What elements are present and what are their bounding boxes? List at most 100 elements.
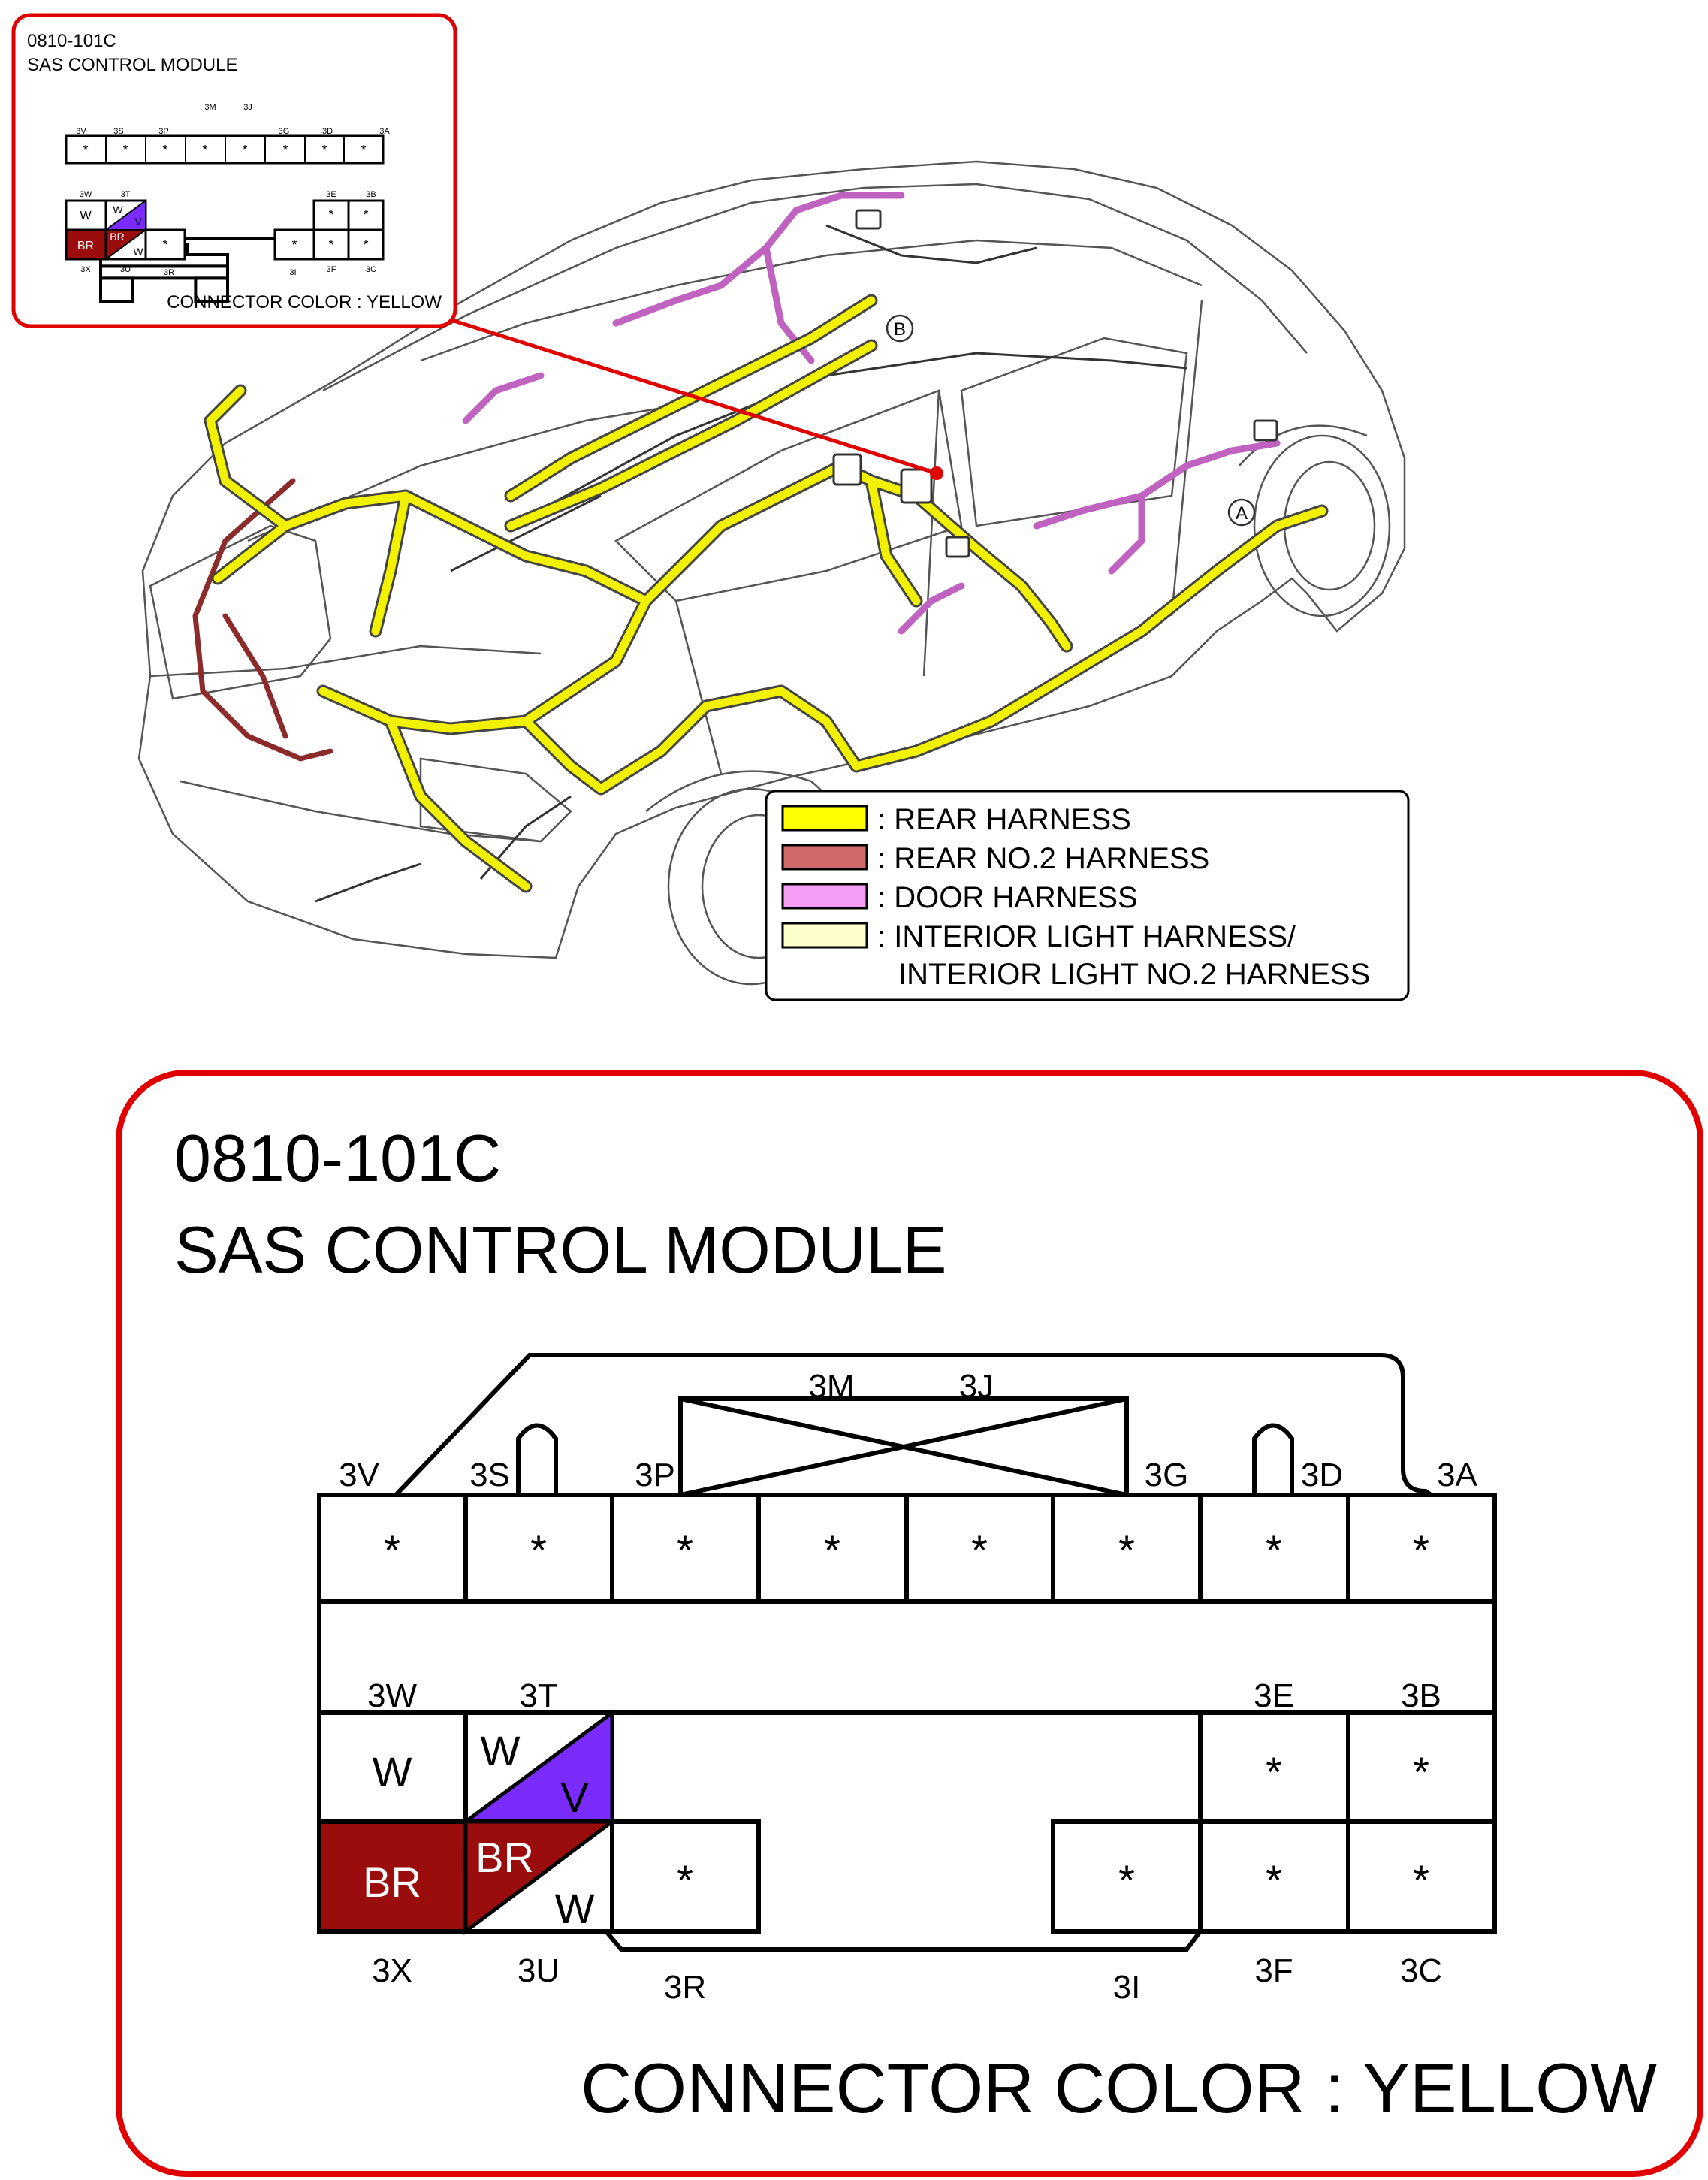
svg-text:*: * xyxy=(83,143,88,158)
pin-3f xyxy=(1198,1819,1350,1934)
connector-panel: 0810-101C SAS CONTROL MODULE xyxy=(116,1070,1703,2177)
pin-3b xyxy=(1346,1710,1497,1824)
pin-3t-wire-a: W xyxy=(481,1727,521,1774)
connector-blocks xyxy=(832,209,1278,558)
svg-text:3S: 3S xyxy=(469,1457,510,1493)
legend-swatch-rear-no2 xyxy=(781,844,868,871)
svg-text:3E: 3E xyxy=(326,190,336,199)
legend-label-rear-no2: : REAR NO.2 HARNESS xyxy=(877,842,1209,875)
svg-text:3C: 3C xyxy=(1400,1952,1442,1989)
svg-text:*: * xyxy=(1266,1856,1282,1904)
svg-text:*: * xyxy=(1266,1526,1282,1574)
svg-text:3G: 3G xyxy=(1145,1457,1189,1493)
svg-text:*: * xyxy=(1413,1526,1429,1574)
pin-3w-wire: W xyxy=(373,1748,412,1795)
pin-3t-wire-b: V xyxy=(560,1774,589,1821)
svg-text:A: A xyxy=(1236,503,1248,524)
svg-text:*: * xyxy=(363,207,368,222)
pin-3u-wire-a: BR xyxy=(475,1834,534,1881)
svg-text:3E: 3E xyxy=(1254,1677,1294,1714)
svg-text:3A: 3A xyxy=(379,127,390,136)
svg-text:3P: 3P xyxy=(635,1457,675,1493)
svg-text:3D: 3D xyxy=(1301,1457,1343,1493)
legend-label-interior: : INTERIOR LIGHT HARNESS/ xyxy=(877,920,1296,953)
svg-text:3C: 3C xyxy=(366,265,376,274)
svg-text:3G: 3G xyxy=(279,127,290,136)
legend-swatch-door xyxy=(781,883,868,910)
inset-pin-text: * * * * * * * * W BR W V BR W * * * * * … xyxy=(77,143,369,258)
legend-label-interior-2: INTERIOR LIGHT NO.2 HARNESS xyxy=(898,958,1370,991)
svg-text:V: V xyxy=(134,216,142,228)
svg-text:W: W xyxy=(133,246,143,258)
svg-text:3W: 3W xyxy=(80,190,92,199)
svg-text:*: * xyxy=(361,143,366,158)
svg-text:3U: 3U xyxy=(518,1952,560,1989)
svg-text:3T: 3T xyxy=(121,190,131,199)
inset-pin-labels: 3V 3S 3P 3M 3J 3G 3D 3A 3W 3T 3E 3B 3X 3… xyxy=(76,103,390,277)
svg-text:*: * xyxy=(1118,1856,1135,1904)
svg-text:3D: 3D xyxy=(322,127,333,136)
svg-text:3V: 3V xyxy=(76,127,86,136)
svg-text:3R: 3R xyxy=(164,268,174,277)
connector-name: SAS CONTROL MODULE xyxy=(174,1212,946,1287)
svg-text:*: * xyxy=(384,1526,400,1574)
connector-color-note: CONNECTOR COLOR : YELLOW xyxy=(581,2049,1657,2127)
svg-text:*: * xyxy=(321,143,327,158)
svg-text:*: * xyxy=(677,1856,693,1904)
svg-text:3F: 3F xyxy=(1254,1952,1293,1989)
svg-text:3I: 3I xyxy=(1113,1969,1141,2006)
connector-housing xyxy=(394,1353,1432,1952)
svg-text:*: * xyxy=(242,143,247,158)
inset-connector-panel: 0810-101C SAS CONTROL MODULE xyxy=(11,13,457,328)
svg-text:*: * xyxy=(291,237,297,252)
svg-text:*: * xyxy=(162,143,167,158)
svg-text:*: * xyxy=(1413,1856,1429,1904)
svg-text:3M: 3M xyxy=(808,1368,854,1405)
sas-location-dot xyxy=(930,466,943,480)
pin-3e xyxy=(1198,1710,1350,1824)
svg-text:3B: 3B xyxy=(1401,1677,1441,1714)
svg-text:B: B xyxy=(894,319,906,340)
pin-3u-wire-b: W xyxy=(555,1885,595,1932)
svg-text:0810-101C: 0810-101C xyxy=(27,31,116,51)
svg-text:*: * xyxy=(282,143,288,158)
svg-text:3I: 3I xyxy=(289,268,296,277)
svg-text:3X: 3X xyxy=(80,265,91,274)
svg-text:3W: 3W xyxy=(367,1677,417,1714)
callout-a: A xyxy=(1227,498,1256,527)
legend-swatch-interior xyxy=(781,922,868,949)
svg-text:*: * xyxy=(328,207,333,222)
svg-text:3J: 3J xyxy=(959,1368,994,1405)
svg-text:3V: 3V xyxy=(339,1457,379,1493)
svg-text:3X: 3X xyxy=(372,1952,412,1989)
svg-text:3M: 3M xyxy=(204,103,216,112)
svg-text:BR: BR xyxy=(110,231,124,243)
svg-text:3A: 3A xyxy=(1437,1457,1477,1493)
svg-text:W: W xyxy=(113,204,123,216)
pin-3r xyxy=(610,1819,761,1934)
svg-text:*: * xyxy=(363,237,368,252)
rear-no2-harness xyxy=(192,478,333,762)
pin-labels: 3V 3S 3P 3M 3J 3G 3D 3A 3W 3T 3E 3B 3X 3… xyxy=(339,1368,1477,2006)
svg-text:SAS CONTROL MODULE: SAS CONTROL MODULE xyxy=(27,55,238,75)
svg-text:3U: 3U xyxy=(120,265,131,274)
svg-text:3R: 3R xyxy=(664,1969,706,2006)
svg-text:W: W xyxy=(80,210,92,222)
pin-3x-wire: BR xyxy=(363,1858,421,1906)
svg-text:*: * xyxy=(202,143,207,158)
rear-harness xyxy=(204,294,1329,893)
callout-b: B xyxy=(886,314,914,343)
svg-text:3J: 3J xyxy=(243,103,252,112)
legend-swatch-rear xyxy=(781,805,868,832)
svg-text:BR: BR xyxy=(77,240,94,252)
leader-line xyxy=(448,317,937,476)
top-pin-row xyxy=(317,1493,1497,1715)
inset-pin-cells xyxy=(65,134,385,261)
svg-text:3T: 3T xyxy=(519,1677,557,1714)
svg-text:3S: 3S xyxy=(113,127,123,136)
legend-label-rear: : REAR HARNESS xyxy=(877,803,1131,836)
svg-text:*: * xyxy=(824,1526,840,1574)
svg-text:*: * xyxy=(530,1526,547,1574)
connector-code: 0810-101C xyxy=(174,1121,501,1195)
